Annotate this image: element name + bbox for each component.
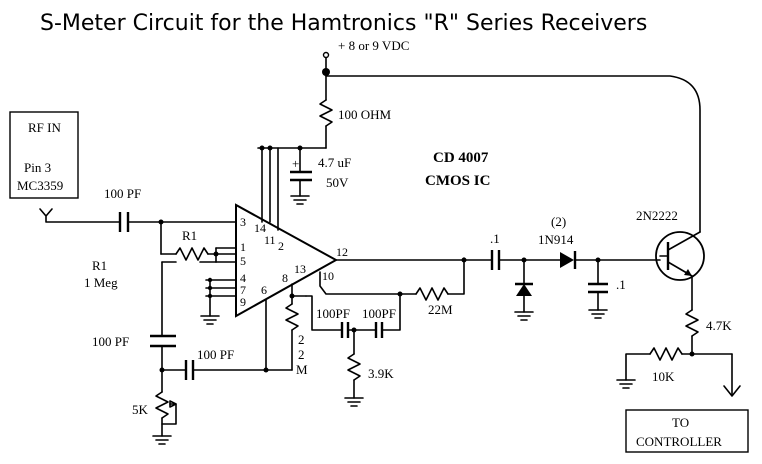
- ground-symbol: [588, 309, 608, 319]
- resistor-22m: [415, 287, 449, 301]
- svg-text:2N2222: 2N2222: [636, 208, 678, 223]
- svg-text:9: 9: [240, 295, 246, 309]
- svg-text:6: 6: [261, 283, 267, 297]
- svg-text:100PF: 100PF: [362, 306, 396, 321]
- svg-text:14: 14: [254, 221, 266, 235]
- ground-symbol: [616, 379, 636, 389]
- svg-text:2: 2: [278, 239, 284, 253]
- svg-text:13: 13: [294, 262, 306, 276]
- cap-4u7-label: 4.7 uF: [318, 155, 351, 170]
- svg-text:MC3359: MC3359: [17, 178, 63, 193]
- ic-type: CMOS IC: [425, 173, 490, 189]
- ground-symbol: [514, 311, 534, 321]
- ic-name: CD 4007: [433, 150, 489, 166]
- svg-text:5K: 5K: [132, 402, 149, 417]
- ground-symbol: [344, 397, 364, 407]
- controller-box: [625, 409, 749, 453]
- svg-text:5: 5: [240, 254, 246, 268]
- svg-text:1N914: 1N914: [538, 232, 574, 247]
- svg-text:10K: 10K: [652, 369, 675, 384]
- ground-symbol: [200, 315, 220, 325]
- supply-rail: [325, 75, 701, 233]
- diode-shunt: [516, 284, 532, 296]
- r1-desc: R1: [92, 258, 107, 273]
- svg-text:8: 8: [282, 271, 288, 285]
- svg-text:2: 2: [298, 332, 305, 347]
- resistor-10k: [649, 347, 683, 361]
- diode-series: [560, 252, 574, 268]
- svg-text:100 PF: 100 PF: [104, 186, 141, 201]
- svg-text:.1: .1: [490, 231, 500, 246]
- cmos-ic-amplifier: [235, 203, 339, 318]
- svg-text:22M: 22M: [428, 302, 453, 317]
- transistor-2n2222: [655, 231, 705, 281]
- svg-text:7: 7: [240, 283, 246, 297]
- svg-text:4.7K: 4.7K: [706, 318, 732, 333]
- svg-text:10: 10: [322, 269, 334, 283]
- rf-in-label: RF IN: [28, 120, 61, 135]
- resistor-3-9k: [347, 353, 361, 381]
- r-100-ohm-label: 100 OHM: [338, 107, 392, 122]
- resistor-100-ohm: [319, 99, 333, 127]
- svg-text:3: 3: [240, 215, 246, 229]
- cap-4u7-voltage: 50V: [326, 175, 349, 190]
- svg-text:100 PF: 100 PF: [92, 334, 129, 349]
- ground-symbol: [152, 435, 172, 445]
- resistor-r1: [175, 247, 209, 261]
- rf-in-box: [9, 111, 79, 199]
- svg-text:(2): (2): [551, 214, 566, 229]
- svg-text:CONTROLLER: CONTROLLER: [636, 434, 722, 449]
- svg-text:R1: R1: [182, 228, 197, 243]
- svg-text:1: 1: [240, 240, 246, 254]
- ground-symbol: [290, 195, 310, 205]
- svg-text:1 Meg: 1 Meg: [84, 275, 118, 290]
- svg-text:3.9K: 3.9K: [368, 366, 394, 381]
- svg-text:+: +: [292, 156, 299, 171]
- svg-text:.1: .1: [616, 277, 626, 292]
- resistor-2-2m: [285, 303, 299, 331]
- svg-text:11: 11: [264, 233, 276, 247]
- svg-text:12: 12: [336, 245, 348, 259]
- diagram-title: S-Meter Circuit for the Hamtronics "R" S…: [40, 11, 647, 36]
- svg-text:100 PF: 100 PF: [197, 347, 234, 362]
- svg-text:100PF: 100PF: [316, 306, 350, 321]
- svg-text:M: M: [296, 362, 308, 377]
- svg-text:2: 2: [298, 347, 305, 362]
- potentiometer-5k: [155, 391, 169, 419]
- supply-label: + 8 or 9 VDC: [338, 38, 409, 53]
- svg-text:4: 4: [240, 271, 246, 285]
- antenna-symbol: [39, 208, 121, 223]
- svg-text:Pin 3: Pin 3: [24, 160, 51, 175]
- svg-text:TO: TO: [672, 415, 689, 430]
- resistor-4-7k: [685, 309, 699, 337]
